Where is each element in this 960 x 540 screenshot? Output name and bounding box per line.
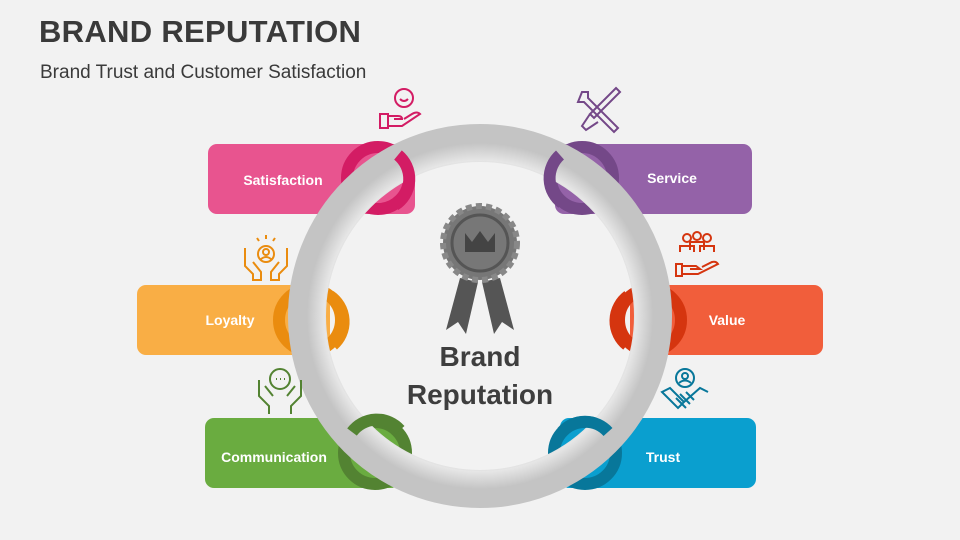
hands-speech-icon	[258, 368, 302, 414]
label-satisfaction: Satisfaction	[243, 172, 323, 188]
center-line2: Reputation	[406, 379, 554, 410]
center-title: Brand Reputation	[380, 338, 580, 414]
hands-person-stars-icon	[244, 235, 288, 281]
award-badge-crown-icon	[440, 203, 520, 334]
tools-icon	[576, 86, 622, 134]
page-subtitle: Brand Trust and Customer Satisfaction	[40, 62, 367, 83]
label-value: Value	[708, 312, 746, 328]
label-loyalty: Loyalty	[205, 312, 255, 328]
label-trust: Trust	[645, 449, 681, 465]
hand-smiley-icon	[379, 88, 422, 129]
hand-group-icon	[675, 231, 720, 277]
main-ring	[288, 124, 672, 508]
page-title: BRAND REPUTATION	[39, 14, 362, 49]
handshake-icon	[660, 368, 709, 410]
label-communication: Communication	[221, 449, 327, 465]
label-service: Service	[647, 170, 697, 186]
center-line1: Brand	[439, 341, 521, 372]
